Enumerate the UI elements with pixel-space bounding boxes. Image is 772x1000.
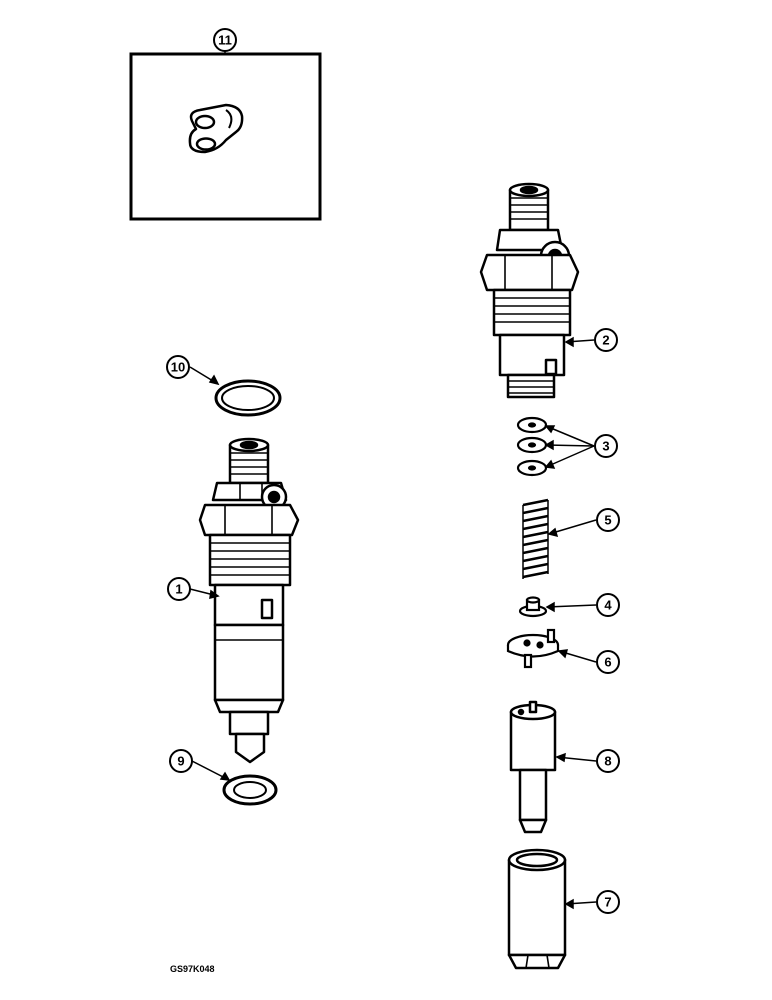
callout-7: 7 (596, 890, 620, 914)
nozzle-8 (509, 700, 557, 834)
callout-9-label: 9 (177, 754, 184, 769)
shims-3 (516, 416, 548, 477)
callout-1: 1 (167, 577, 191, 601)
callout-8-label: 8 (604, 754, 611, 769)
callout-8: 8 (596, 749, 620, 773)
callout-5-label: 5 (604, 513, 611, 528)
callout-5: 5 (596, 508, 620, 532)
spring-seat-4 (518, 596, 548, 618)
figure-code: GS97K048 (170, 964, 215, 974)
callout-6: 6 (596, 650, 620, 674)
inset-box-11 (129, 50, 322, 221)
callout-11-label: 11 (218, 33, 232, 48)
callout-2-label: 2 (602, 333, 609, 348)
callout-4-label: 4 (604, 598, 612, 613)
callout-3-label: 3 (602, 439, 609, 454)
callout-1-label: 1 (175, 582, 182, 597)
spring-5 (522, 498, 549, 579)
callout-7-label: 7 (604, 895, 611, 910)
callout-6-label: 6 (604, 655, 611, 670)
callout-11: 11 (213, 28, 237, 52)
callout-3: 3 (594, 434, 618, 458)
nozzle-nut-7 (507, 848, 567, 970)
injector-body-2 (479, 182, 580, 399)
callouts: 11 10 1 9 2 3 5 4 (166, 28, 620, 914)
callout-4: 4 (596, 593, 620, 617)
washer-9 (222, 774, 278, 806)
callout-9: 9 (169, 749, 193, 773)
injector-assembly-1 (198, 437, 300, 764)
callout-10-label: 10 (171, 360, 185, 375)
o-ring-10 (214, 379, 282, 417)
intermediate-disc-6 (506, 628, 560, 669)
callout-2: 2 (594, 328, 618, 352)
callout-10: 10 (166, 355, 190, 379)
clamp-part-11 (188, 103, 244, 154)
leader-lines (189, 336, 597, 910)
